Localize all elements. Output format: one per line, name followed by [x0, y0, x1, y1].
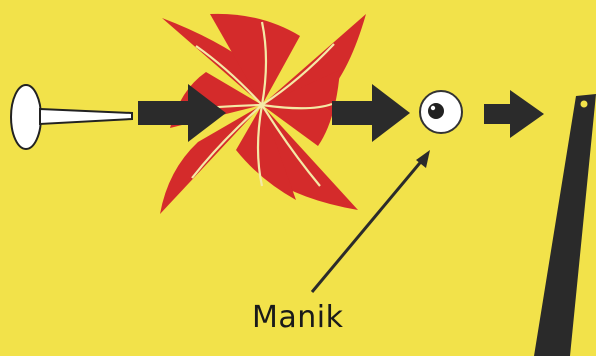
- bead-pointer-arrow: [312, 150, 430, 292]
- pin: [11, 85, 132, 149]
- bead-label: Manik: [252, 300, 344, 335]
- bead: [420, 91, 462, 133]
- arrow-bead-to-stick: [484, 90, 544, 138]
- stick: [534, 94, 596, 356]
- arrow-pinwheel-to-bead: [332, 84, 410, 142]
